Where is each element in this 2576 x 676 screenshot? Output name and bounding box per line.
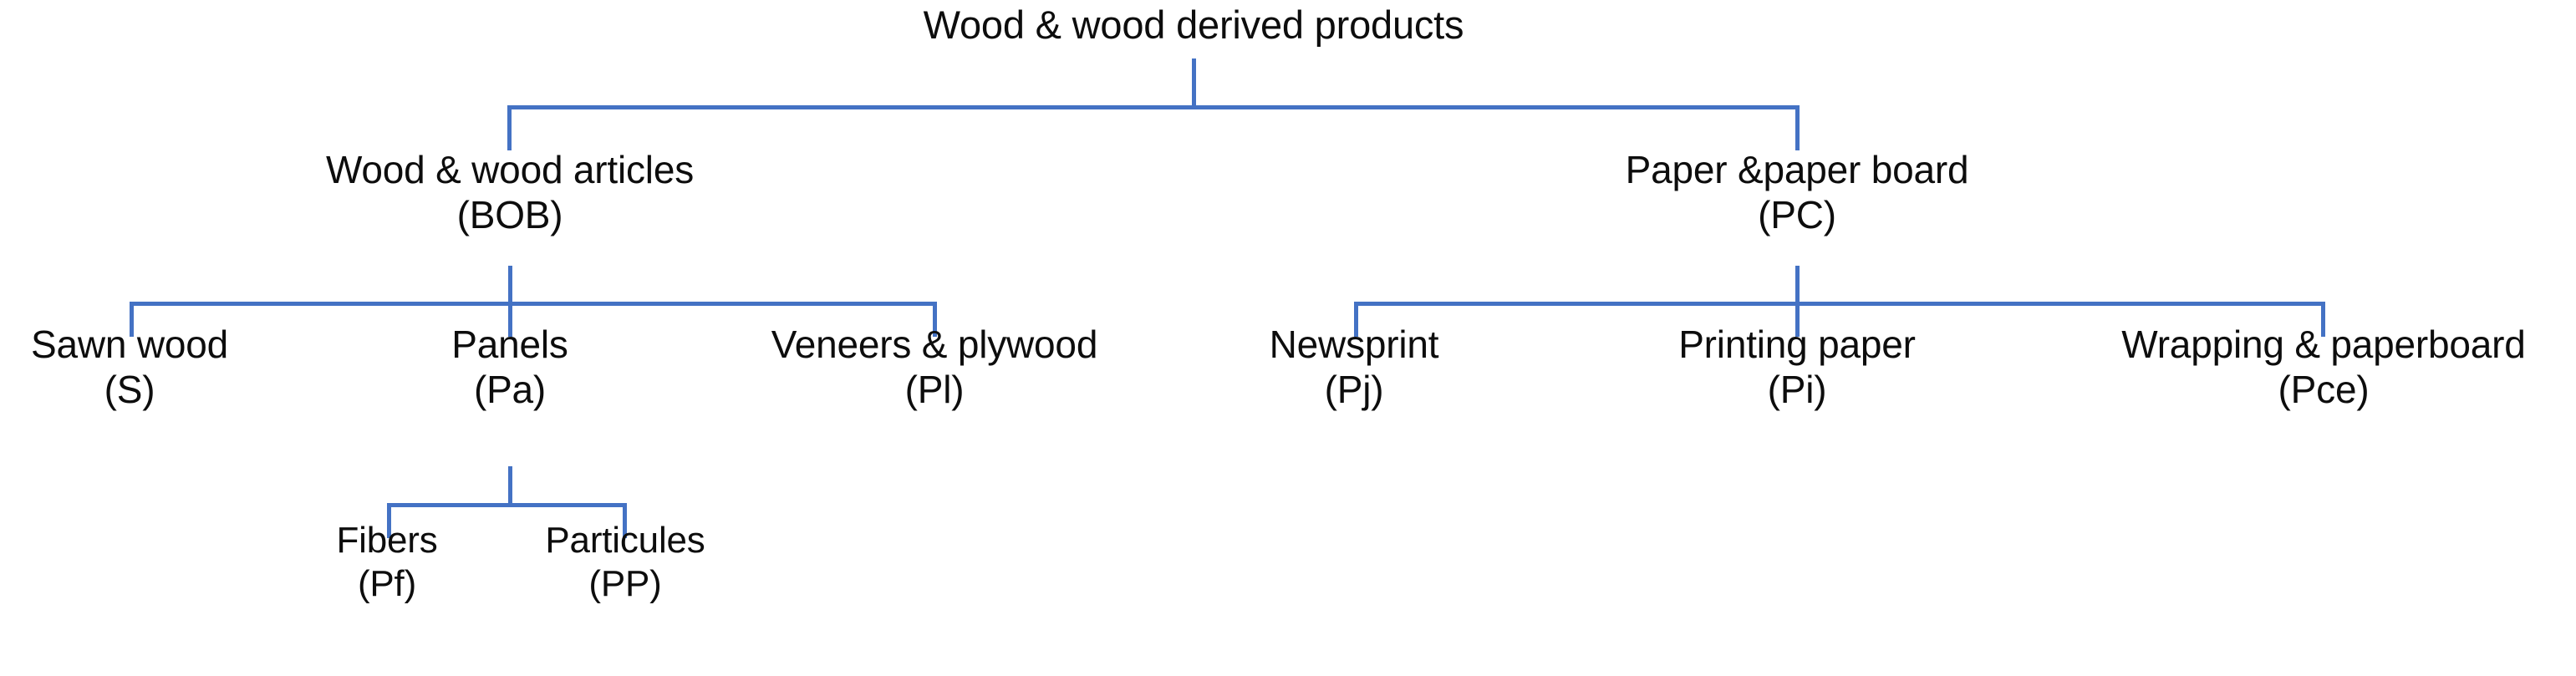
connector-pc-to-printing xyxy=(1795,302,1800,337)
connector-pc-bar xyxy=(1354,302,2325,306)
connector-root-bar xyxy=(507,105,1800,109)
connector-root-stem xyxy=(1192,58,1196,109)
node-panels: Panels (Pa) xyxy=(451,322,568,413)
node-wood-articles-title: Wood & wood articles xyxy=(325,148,695,191)
node-paper-board-code: (PC) xyxy=(1758,193,1836,237)
connector-bob-stem xyxy=(508,266,512,306)
node-veneers-plywood: Veneers & plywood (Pl) xyxy=(771,322,1098,413)
node-wrapping-paperboard-code: (Pce) xyxy=(2278,368,2370,412)
node-sawn-wood-title: Sawn wood xyxy=(30,323,229,366)
node-veneers-plywood-title: Veneers & plywood xyxy=(771,323,1098,366)
node-root-title: Wood & wood derived products xyxy=(923,3,1464,47)
node-root: Wood & wood derived products xyxy=(924,2,1464,48)
node-panels-title: Panels xyxy=(451,323,568,366)
node-paper-board: Paper &paper board (PC) xyxy=(1626,147,1969,238)
node-fibers: Fibers (Pf) xyxy=(336,519,437,606)
node-fibers-code: (Pf) xyxy=(357,562,417,604)
connector-bob-to-sawn xyxy=(130,302,134,337)
node-wood-articles-code: (BOB) xyxy=(456,193,563,237)
node-fibers-title: Fibers xyxy=(336,520,438,561)
node-wrapping-paperboard: Wrapping & paperboard (Pce) xyxy=(2121,322,2526,413)
node-sawn-wood-code: (S) xyxy=(104,368,155,412)
node-particules: Particules (PP) xyxy=(545,519,705,606)
connector-panels-bar xyxy=(387,503,627,507)
connector-bob-to-veneers xyxy=(933,302,937,337)
connector-root-to-bob xyxy=(507,105,512,150)
connector-panels-to-particules xyxy=(623,503,627,538)
node-particules-title: Particules xyxy=(545,520,705,561)
connector-root-to-pc xyxy=(1795,105,1800,150)
node-veneers-plywood-code: (Pl) xyxy=(904,368,965,412)
node-newsprint: Newsprint (Pj) xyxy=(1270,322,1439,413)
node-printing-paper-code: (Pi) xyxy=(1767,368,1827,412)
node-printing-paper-title: Printing paper xyxy=(1678,323,1916,366)
connector-panels-stem xyxy=(508,466,512,506)
node-sawn-wood: Sawn wood (S) xyxy=(31,322,228,413)
node-particules-code: (PP) xyxy=(588,562,662,604)
node-newsprint-code: (Pj) xyxy=(1324,368,1384,412)
node-wood-articles: Wood & wood articles (BOB) xyxy=(326,147,694,238)
connector-pc-to-wrapping xyxy=(2321,302,2325,337)
node-wrapping-paperboard-title: Wrapping & paperboard xyxy=(2121,323,2526,366)
connector-panels-to-fibers xyxy=(387,503,391,538)
connector-bob-to-panels xyxy=(508,302,512,337)
connector-pc-stem xyxy=(1795,266,1800,306)
node-newsprint-title: Newsprint xyxy=(1269,323,1439,366)
node-printing-paper: Printing paper (Pi) xyxy=(1678,322,1916,413)
connector-pc-to-newsprint xyxy=(1354,302,1358,337)
connector-bob-bar xyxy=(130,302,937,306)
node-panels-code: (Pa) xyxy=(473,368,547,412)
node-paper-board-title: Paper &paper board xyxy=(1625,148,1969,191)
